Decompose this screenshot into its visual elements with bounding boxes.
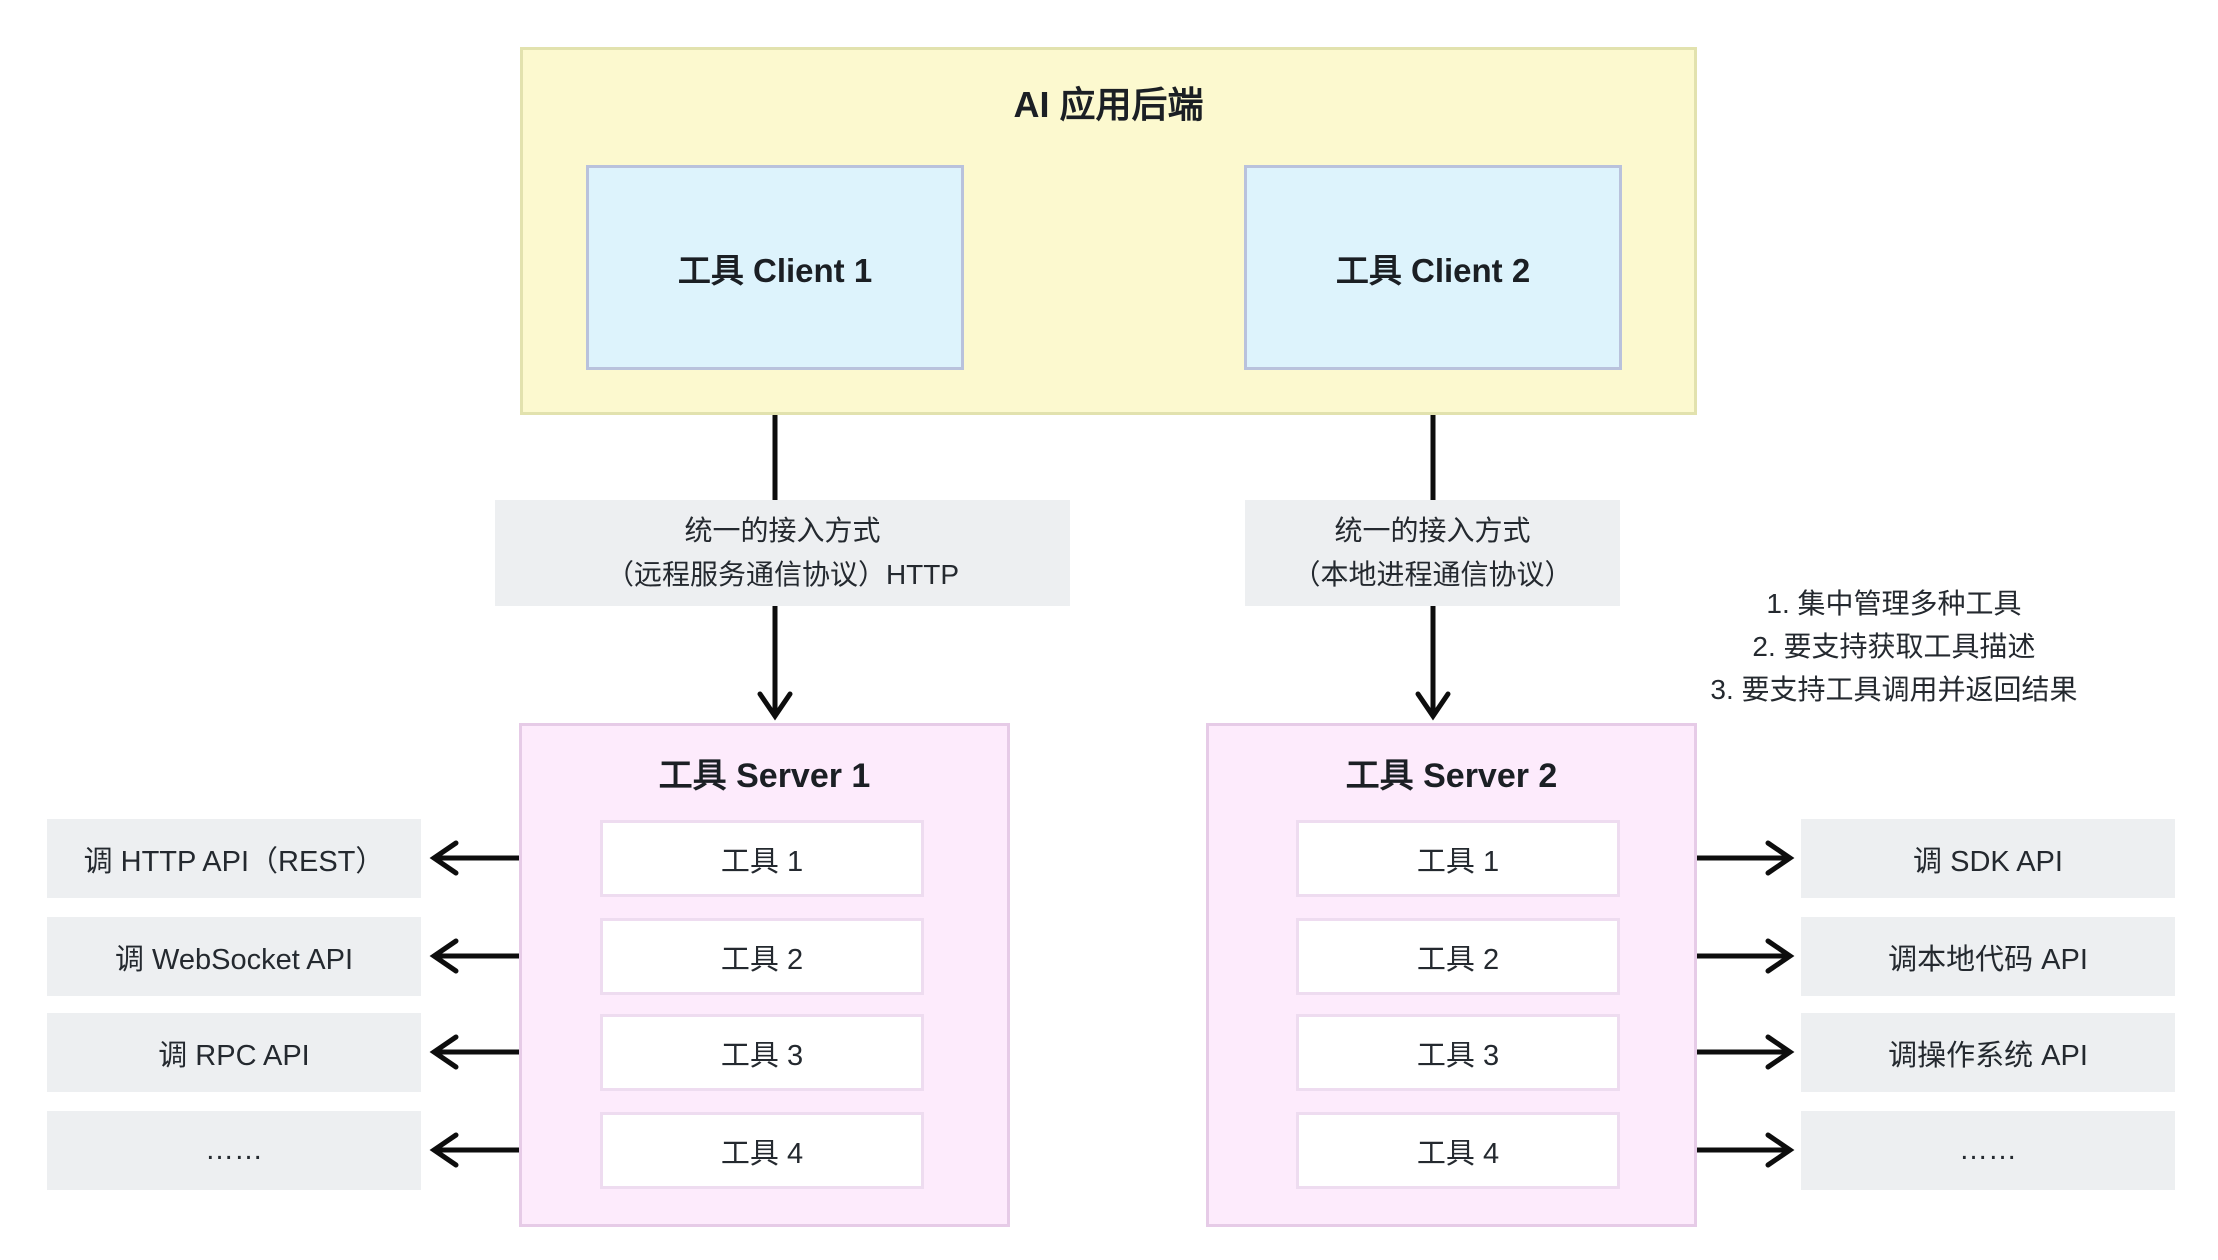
server2-tool-2: 工具 2 xyxy=(1296,918,1620,995)
tool-client-1-box: 工具 Client 1 xyxy=(586,165,964,370)
connector-remote-line2: （远程服务通信协议）HTTP xyxy=(605,559,960,590)
tool-client-2-label: 工具 Client 2 xyxy=(1335,251,1531,289)
tool-server-2-title: 工具 Server 2 xyxy=(1345,757,1558,795)
note-line-1: 1. 集中管理多种工具 xyxy=(1766,588,2022,619)
connector-remote-line1: 统一的接入方式 xyxy=(684,515,881,546)
api-label-more-left: …… xyxy=(47,1111,421,1190)
api-label-http-rest: 调 HTTP API（REST） xyxy=(47,819,421,898)
server2-tool-3: 工具 3 xyxy=(1296,1014,1620,1091)
server1-tool-1: 工具 1 xyxy=(600,820,924,897)
server1-tool-3: 工具 3 xyxy=(600,1014,924,1091)
api-label-local-code: 调本地代码 API xyxy=(1801,917,2175,996)
connector-local-line2: （本地进程通信协议） xyxy=(1292,559,1573,590)
connector-label-remote: 统一的接入方式 （远程服务通信协议）HTTP xyxy=(495,500,1070,606)
api-label-rpc: 调 RPC API xyxy=(47,1013,421,1092)
ai-backend-title: AI 应用后端 xyxy=(1013,84,1204,125)
tool-client-1-label: 工具 Client 1 xyxy=(677,251,873,289)
api-label-os: 调操作系统 API xyxy=(1801,1013,2175,1092)
tool-client-2-box: 工具 Client 2 xyxy=(1244,165,1622,370)
server-requirements-notes: 1. 集中管理多种工具 2. 要支持获取工具描述 3. 要支持工具调用并返回结果 xyxy=(1694,582,2094,711)
api-label-more-right: …… xyxy=(1801,1111,2175,1190)
tool-server-1-title: 工具 Server 1 xyxy=(658,757,871,795)
api-label-websocket: 调 WebSocket API xyxy=(47,917,421,996)
api-label-sdk: 调 SDK API xyxy=(1801,819,2175,898)
connector-label-local: 统一的接入方式 （本地进程通信协议） xyxy=(1245,500,1620,606)
note-line-3: 3. 要支持工具调用并返回结果 xyxy=(1710,674,2078,705)
server2-tool-4: 工具 4 xyxy=(1296,1112,1620,1189)
connector-local-line1: 统一的接入方式 xyxy=(1334,515,1531,546)
note-line-2: 2. 要支持获取工具描述 xyxy=(1752,631,2036,662)
server1-tool-4: 工具 4 xyxy=(600,1112,924,1189)
server1-tool-2: 工具 2 xyxy=(600,918,924,995)
server2-tool-1: 工具 1 xyxy=(1296,820,1620,897)
